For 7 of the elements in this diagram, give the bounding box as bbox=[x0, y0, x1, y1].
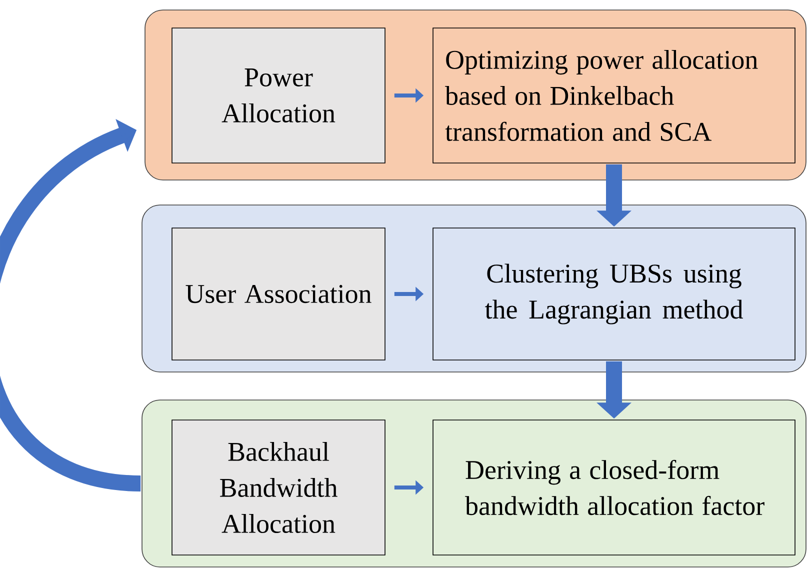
process-box: Backhaul Bandwidth Allocation bbox=[172, 420, 386, 556]
arrow bbox=[0, 119, 142, 492]
process-box: Power Allocation bbox=[172, 28, 386, 164]
description-box: Clustering UBSs using the Lagrangian method bbox=[432, 228, 796, 360]
description-box: Deriving a closed-form bandwidth allocation factor bbox=[432, 420, 796, 556]
process-box: User Association bbox=[172, 228, 386, 360]
description-box: Optimizing power allocation based on Dinkelbach transformation and SCA bbox=[432, 28, 796, 164]
